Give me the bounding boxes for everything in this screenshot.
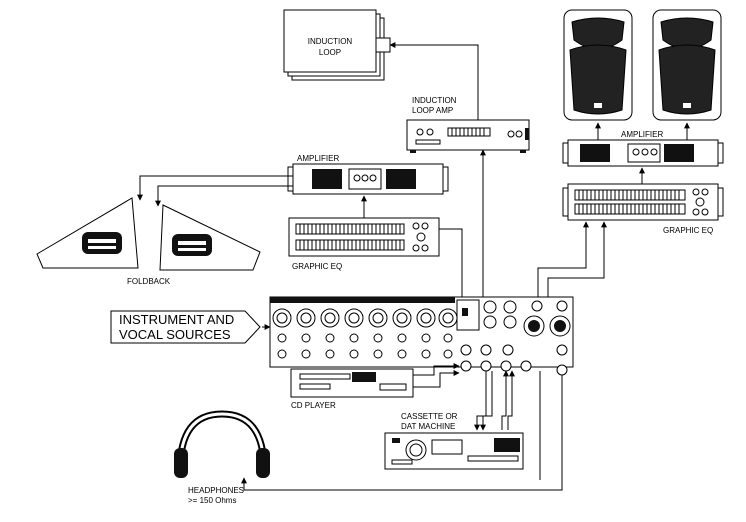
amplifier-right-label: AMPLIFIER (621, 130, 663, 139)
induction-amp-label-1: INDUCTION (412, 96, 457, 105)
graphic-eq-left-label: GRAPHIC EQ (292, 262, 342, 271)
foldback-wedge-left (36, 197, 139, 269)
sources-label-1: INSTRUMENT AND (119, 312, 234, 327)
main-speaker-left (563, 9, 633, 121)
cassette-label-1: CASSETTE OR (401, 412, 458, 421)
headphones-label-1: HEADPHONES (188, 486, 244, 495)
cd-player: CD PLAYER (290, 368, 414, 410)
foldback-label: FOLDBACK (127, 277, 171, 286)
amplifier-right: AMPLIFIER (562, 130, 724, 167)
graphic-eq-right: GRAPHIC EQ (562, 183, 724, 235)
cassette-label-2: DAT MACHINE (401, 422, 455, 431)
induction-loop-label-2: LOOP (319, 48, 341, 57)
induction-amp-label-2: LOOP AMP (412, 106, 453, 115)
induction-loop-label-1: INDUCTION (308, 37, 353, 46)
induction-loop: INDUCTION LOOP (283, 9, 391, 81)
amplifier-left-label: AMPLIFIER (297, 154, 339, 163)
foldback-wedge-right (159, 204, 261, 271)
connection-lines (137, 42, 690, 491)
headphones-label-2: >= 150 Ohms (188, 496, 236, 505)
graphic-eq-right-label: GRAPHIC EQ (663, 226, 713, 235)
headphones-icon: HEADPHONES >= 150 Ohms (174, 410, 270, 505)
induction-loop-amp: INDUCTION LOOP AMP (406, 96, 530, 153)
mixer (269, 296, 574, 376)
main-speaker-right (652, 9, 722, 121)
sources-label-2: VOCAL SOURCES (119, 327, 231, 342)
graphic-eq-left: GRAPHIC EQ (288, 217, 440, 271)
cassette-dat-machine: CASSETTE OR DAT MACHINE (384, 412, 524, 470)
sources-arrow: INSTRUMENT AND VOCAL SOURCES (110, 310, 261, 344)
amplifier-left: AMPLIFIER (287, 154, 449, 195)
cd-player-label: CD PLAYER (291, 401, 336, 410)
